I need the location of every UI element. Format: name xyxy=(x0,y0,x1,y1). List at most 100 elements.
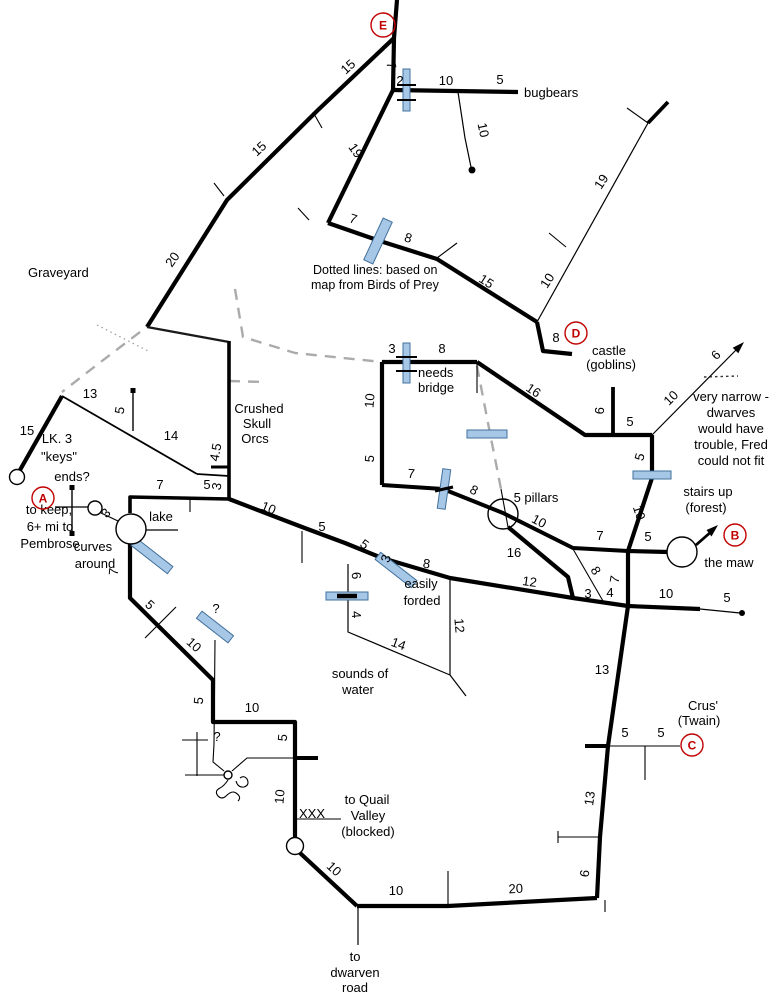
tick-mark xyxy=(144,606,177,639)
map-annotation: castle xyxy=(592,343,626,358)
distance-label: 8 xyxy=(552,330,559,345)
distance-label: 7 xyxy=(106,567,122,576)
distance-label: 10 xyxy=(630,503,649,521)
road-10-diag xyxy=(298,851,359,908)
trail-doodle-to-road xyxy=(231,757,295,772)
dashed-north-of-crushed-skull xyxy=(233,288,383,364)
map-annotation: (Twain) xyxy=(678,713,721,728)
trail-question-vertical xyxy=(213,639,216,745)
distance-label: 14 xyxy=(164,428,178,443)
map-annotation: "keys" xyxy=(41,449,77,464)
quail-node xyxy=(285,836,305,856)
narrow-path-arrowhead xyxy=(732,342,744,354)
distance-label: 7 xyxy=(596,528,603,543)
distance-label: 5 xyxy=(621,725,628,740)
map-annotation: easily xyxy=(404,576,438,591)
distance-label: 6 xyxy=(577,869,593,878)
distance-label: 5 xyxy=(626,414,633,429)
distance-label: ? xyxy=(213,729,220,744)
keep-node xyxy=(87,500,103,516)
road-e-19 xyxy=(326,89,395,224)
road-8-to-castle xyxy=(534,321,573,357)
waypoint-marker-e xyxy=(370,12,396,38)
map-annotation: LK. 3 xyxy=(42,431,72,446)
distance-label: 10 xyxy=(259,498,278,517)
keys-end-node xyxy=(8,468,26,486)
map-annotation: bridge xyxy=(418,380,454,395)
distance-label: 13 xyxy=(595,662,609,677)
map-annotation: Skull xyxy=(243,416,271,431)
map-annotation: (blocked) xyxy=(341,824,394,839)
distance-label: 5 xyxy=(644,529,651,544)
distance-label: 3 xyxy=(584,586,591,601)
distance-label: 10 xyxy=(271,789,287,805)
trail-19-10-thin xyxy=(536,122,649,323)
tick-mark xyxy=(436,242,458,259)
map-annotation: to keep, xyxy=(26,502,72,517)
dashed-graveyard-west xyxy=(61,331,141,393)
road-16-lower xyxy=(506,525,576,599)
map-annotation: (goblins) xyxy=(586,357,636,372)
distance-label: 5 xyxy=(191,696,207,705)
distance-label: 8 xyxy=(588,564,605,578)
road-5-to-maw xyxy=(627,548,669,555)
road-10-5-5 xyxy=(228,497,383,560)
doodle-node xyxy=(223,770,233,780)
map-annotation: Orcs xyxy=(241,431,269,446)
distance-label: 6 xyxy=(708,347,724,363)
distance-label: 19 xyxy=(591,171,611,191)
waypoint-letter-d: D xyxy=(572,327,581,341)
distance-label: 10 xyxy=(361,393,377,409)
distance-label: 7 xyxy=(156,477,163,492)
distance-label: 14 xyxy=(389,634,408,653)
distance-label: 2 xyxy=(396,73,403,88)
link-graveyard-to-orcs xyxy=(146,325,230,344)
distance-label: 12 xyxy=(451,618,467,634)
tick-mark xyxy=(297,207,310,221)
waypoint-marker-a xyxy=(31,486,55,510)
maw-exit-arrowhead xyxy=(706,525,718,537)
bridge-icon xyxy=(632,470,672,480)
link-3-to-lake xyxy=(100,512,119,522)
distance-label: 5 xyxy=(657,725,664,740)
distance-label: 20 xyxy=(508,881,523,897)
bridge-icon xyxy=(402,342,411,384)
map-annotation: road xyxy=(342,980,368,995)
distance-label: XXX xyxy=(299,806,325,821)
map-annotation: needs xyxy=(418,365,454,380)
doodle-squiggle-mid xyxy=(225,791,241,802)
map-annotation: to xyxy=(350,949,361,964)
distance-label: 8 xyxy=(422,556,431,572)
trail-to-doodle xyxy=(212,743,225,772)
map-annotation: curves xyxy=(74,539,113,554)
trail-19-tip xyxy=(646,100,670,125)
map-annotation: would have xyxy=(697,421,764,436)
road-east-10 xyxy=(627,603,701,612)
endpoint-square xyxy=(130,388,136,393)
distance-label: 6 xyxy=(349,571,365,580)
trail-through-pillars xyxy=(500,488,509,528)
endpoint-square xyxy=(69,531,75,536)
trail-13-14 xyxy=(61,395,198,475)
distance-label: 10 xyxy=(475,121,493,138)
map-annotation: Crushed xyxy=(234,401,283,416)
tick-mark xyxy=(548,232,567,248)
road-lake-7-5 xyxy=(128,495,230,513)
bridge-icon xyxy=(466,429,508,439)
waypoint-letter-b: B xyxy=(731,529,740,543)
five-pillars-node xyxy=(487,498,519,530)
doodle-squiggle-left xyxy=(215,779,229,799)
distance-label: 16 xyxy=(523,380,543,401)
dashed-crushed-skull-east xyxy=(228,379,265,384)
road-7-8-10-7-pillars xyxy=(381,483,629,553)
distance-label: 5 xyxy=(203,477,210,492)
dotted-graveyard-trail xyxy=(96,324,151,353)
distance-label: 15 xyxy=(476,271,496,291)
bridge-icon xyxy=(402,68,411,112)
distance-label: 19 xyxy=(345,140,366,160)
distance-label: 13 xyxy=(581,790,598,806)
tick-mark xyxy=(213,182,225,197)
distance-label: 10 xyxy=(537,270,557,290)
distance-label: 4.5 xyxy=(207,442,225,462)
